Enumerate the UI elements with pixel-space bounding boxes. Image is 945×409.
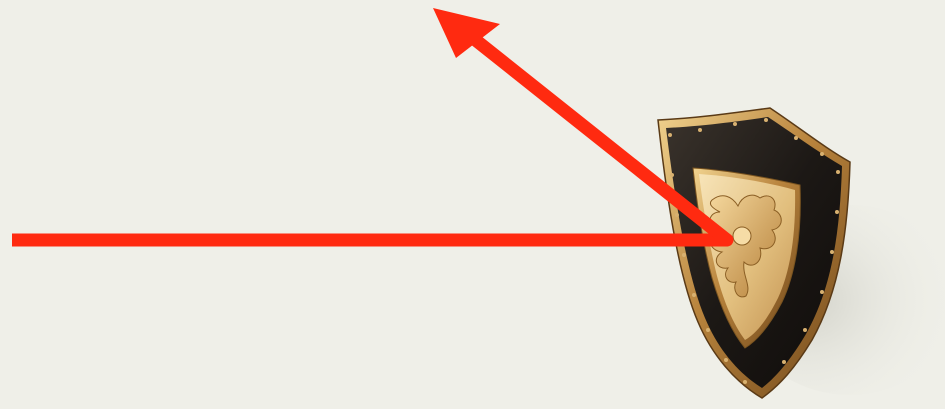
reflection-diagram: [0, 0, 945, 409]
